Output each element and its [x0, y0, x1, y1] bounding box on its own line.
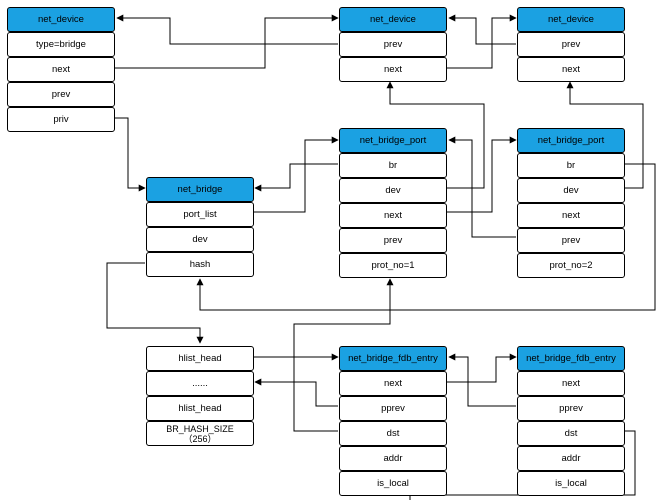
arrow-port1-next-to-port2 [447, 136, 517, 213]
field-prev: prev [339, 228, 447, 253]
field-next: next [517, 57, 625, 82]
field-next: next [339, 203, 447, 228]
field-hash: hash [146, 252, 254, 277]
field-prev: prev [517, 32, 625, 57]
field-is-local: is_local [517, 471, 625, 496]
struct-title: net_bridge_port [517, 128, 625, 153]
struct-title: net_bridge_fdb_entry [517, 346, 625, 371]
arrow-hash-to-hlist [106, 262, 204, 344]
field-next: next [7, 57, 115, 82]
arrow-priv-to-bridge [115, 117, 146, 192]
field-port-no: prot_no=2 [517, 253, 625, 278]
arrow-port2-dev-to-right [566, 81, 644, 189]
struct-title: net_bridge_port [339, 128, 447, 153]
field-ellipsis: ...... [146, 371, 254, 396]
struct-title: net_bridge_fdb_entry [339, 346, 447, 371]
field-dev: dev [517, 178, 625, 203]
struct-title: net_device [7, 7, 115, 32]
arrow-portlist-to-port1 [253, 136, 339, 213]
field-dst: dst [339, 421, 447, 446]
field-is-local: is_local [339, 471, 447, 496]
field-type: type=bridge [7, 32, 115, 57]
arrow-right-prev-to-mid [448, 14, 516, 45]
field-prev: prev [517, 228, 625, 253]
field-addr: addr [339, 446, 447, 471]
arrow-fdb1-pprev-to-hash [254, 378, 338, 407]
struct-title: net_bridge [146, 177, 254, 202]
arrow-dev-next-to-mid [115, 14, 339, 69]
field-port-list: port_list [146, 202, 254, 227]
field-prev: prev [7, 82, 115, 107]
field-pprev: pprev [339, 396, 447, 421]
field-pprev: pprev [517, 396, 625, 421]
field-port-no: prot_no=1 [339, 253, 447, 278]
arrow-mid-next-to-right [447, 14, 517, 69]
field-next: next [517, 203, 625, 228]
arrow-fdb2-dst [409, 430, 636, 500]
arrow-fdb2-pprev-to-fdb1 [448, 353, 516, 407]
arrow-fdb1-next-to-fdb2 [447, 353, 517, 383]
field-dst: dst [517, 421, 625, 446]
field-next: next [339, 57, 447, 82]
field-prev: prev [339, 32, 447, 57]
struct-title: net_device [339, 7, 447, 32]
field-next: next [339, 371, 447, 396]
field-dev: dev [146, 227, 254, 252]
arrow-port2-br-to-bridge [196, 163, 656, 311]
field-next: next [517, 371, 625, 396]
arrow-port2-prev-to-port1 [448, 136, 516, 238]
field-br: br [339, 153, 447, 178]
arrow-port1-br-to-bridge [254, 163, 338, 192]
arrow-fdb1-dst-to-port1 [293, 278, 394, 432]
field-hlist-head-last: hlist_head [146, 396, 254, 421]
field-addr: addr [517, 446, 625, 471]
field-hash-size: BR_HASH_SIZE （256） [146, 421, 254, 446]
field-dev: dev [339, 178, 447, 203]
struct-title: net_device [517, 7, 625, 32]
arrow-mid-prev-to-main [116, 14, 338, 45]
field-br: br [517, 153, 625, 178]
field-hlist-head-first: hlist_head [146, 346, 254, 371]
field-priv: priv [7, 107, 115, 132]
